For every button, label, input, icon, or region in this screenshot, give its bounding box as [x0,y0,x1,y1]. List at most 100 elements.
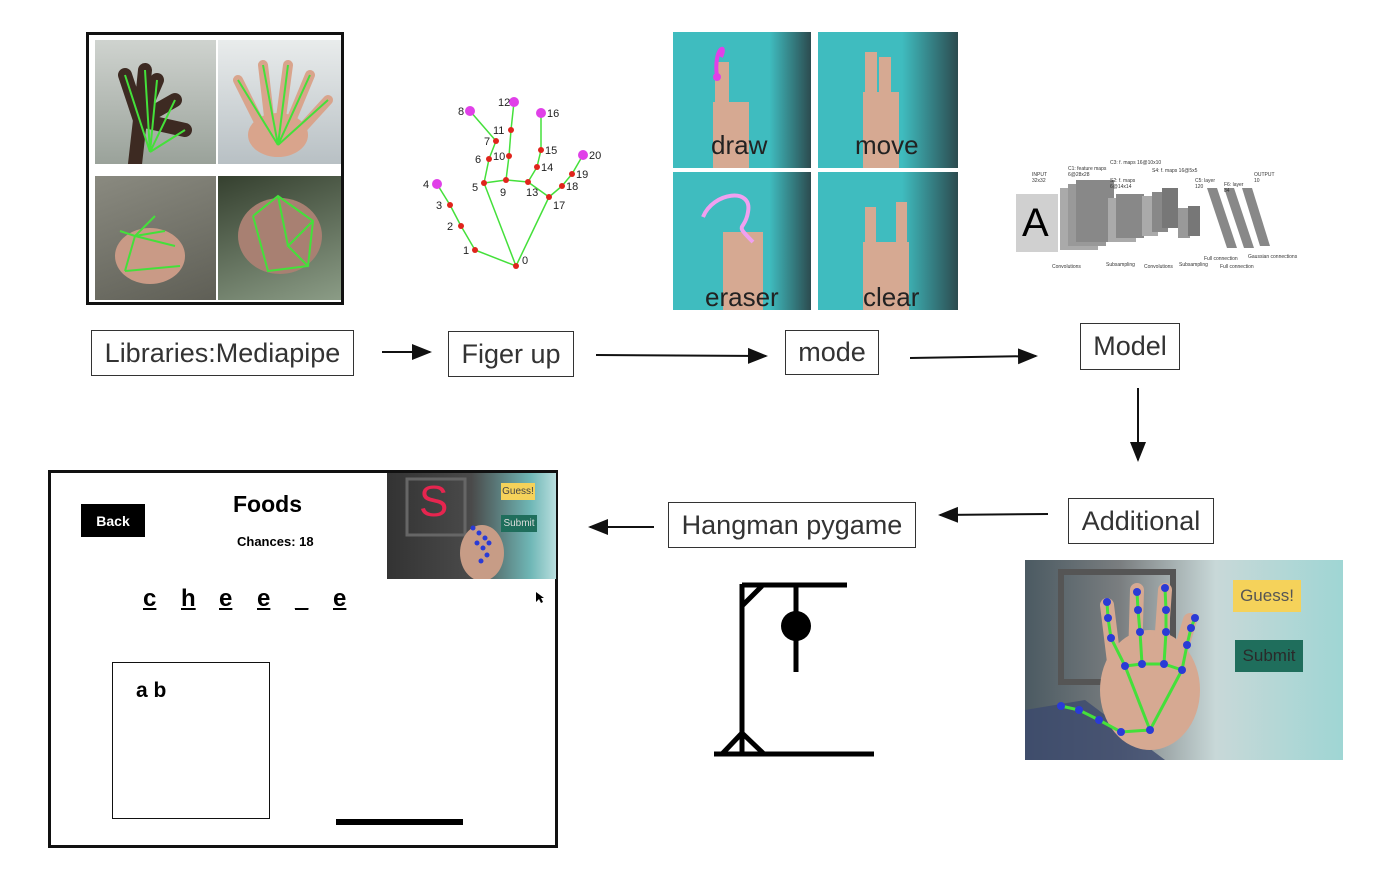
mediapipe-collage [86,32,344,305]
landmark-point [569,171,575,177]
landmark-point [447,202,453,208]
game-submit-button[interactable]: Submit [501,515,537,532]
cnn-label-subsampling-2: Subsampling [1179,262,1208,268]
game-cam-drawn-letter: S [419,477,449,526]
additional-submit-button: Submit [1235,640,1303,672]
landmark-point [458,223,464,229]
landmark-connection [527,181,550,198]
landmark-index-label: 1 [463,245,469,257]
hand-photo-3 [95,176,216,300]
landmark-point [486,156,492,162]
landmark-index-label: 2 [447,221,453,233]
cnn-label-convolutions: Convolutions [1052,264,1081,270]
hangman-head [781,611,811,641]
chances-counter: Chances: 18 [237,534,314,549]
game-guess-button[interactable]: Guess! [501,483,535,500]
landmark-connection [449,204,462,227]
cnn-label-convolutions-2: Convolutions [1144,264,1173,270]
landmark-point [506,153,512,159]
landmark-index-label: 8 [458,106,464,118]
mode-photo-move: move [818,32,958,168]
mouse-cursor-icon [536,592,544,603]
landmark-index-label: 13 [526,187,538,199]
landmark-index-label: 18 [566,181,578,193]
cnn-label-c3: C3: f. maps 16@10x10 [1110,160,1161,166]
arrow-finger-to-mode [595,347,768,364]
landmark-connection [505,179,529,183]
mode-label-draw: draw [711,130,768,160]
landmark-index-label: 20 [589,150,601,162]
landmark-point [465,106,475,116]
landmark-point [513,263,519,269]
landmark-point [525,179,531,185]
mode-photo-draw: draw [673,32,811,168]
cnn-label-subsampling: Subsampling [1106,262,1135,268]
landmark-index-label: 4 [423,179,429,191]
label-mediapipe: Libraries:Mediapipe [91,330,354,376]
landmark-connection [508,129,512,157]
landmark-index-label: 3 [436,200,442,212]
label-model: Model [1080,323,1180,370]
cnn-label-full-connection: Full connection [1204,256,1238,262]
landmark-index-label: 5 [472,182,478,194]
landmark-connection [469,110,497,142]
additional-guess-button: Guess! [1233,580,1301,612]
mode-photo-clear: clear [818,172,958,310]
landmark-index-label: 10 [493,151,505,163]
landmark-connection [483,158,490,184]
landmark-point [493,138,499,144]
landmark-index-label: 9 [500,187,506,199]
mode-label-move: move [855,130,919,160]
word-letter: h [181,585,196,612]
additional-camera-view: Guess! Submit [1025,560,1343,760]
landmark-connection [474,249,517,267]
mode-collage: draw move eraser clear [673,32,958,310]
landmark-index-label: 17 [553,200,565,212]
landmark-index-label: 0 [522,255,528,267]
word-letter: c [143,585,157,612]
back-button[interactable]: Back [81,504,145,537]
landmark-index-label: 16 [547,108,559,120]
landmark-point [534,164,540,170]
hand-photo-2 [218,40,341,164]
word-letter: e [219,585,233,612]
word-letter: e [333,585,347,612]
hand-photo-4 [218,176,341,300]
landmark-point [559,183,565,189]
word-letter: e [257,585,271,612]
landmark-connection [515,196,550,267]
mode-label-clear: clear [863,282,920,310]
word-letter: _ [295,585,309,612]
landmark-point [503,177,509,183]
category-title: Foods [233,491,302,517]
cnn-input-glyph: A [1022,201,1049,245]
guessed-letters: a b [136,679,167,702]
landmark-index-label: 15 [545,145,557,157]
landmark-point [472,247,478,253]
landmark-connection [488,140,497,160]
hand-photo-1 [95,40,216,164]
hangman-gallows [714,582,874,757]
landmark-point [508,127,514,133]
landmark-connection [483,179,507,184]
label-finger-up: Figer up [448,331,574,377]
landmark-connection [483,182,517,267]
cnn-label-gaussian: Gaussian connections [1248,254,1298,260]
landmark-index-label: 19 [576,169,588,181]
landmark-point [536,108,546,118]
landmark-point [538,147,544,153]
landmark-index-label: 12 [498,97,510,109]
landmark-index-label: 7 [484,136,490,148]
game-webcam-preview: S Guess! Submit [387,473,556,579]
landmark-index-label: 11 [493,125,504,137]
landmark-point [481,180,487,186]
